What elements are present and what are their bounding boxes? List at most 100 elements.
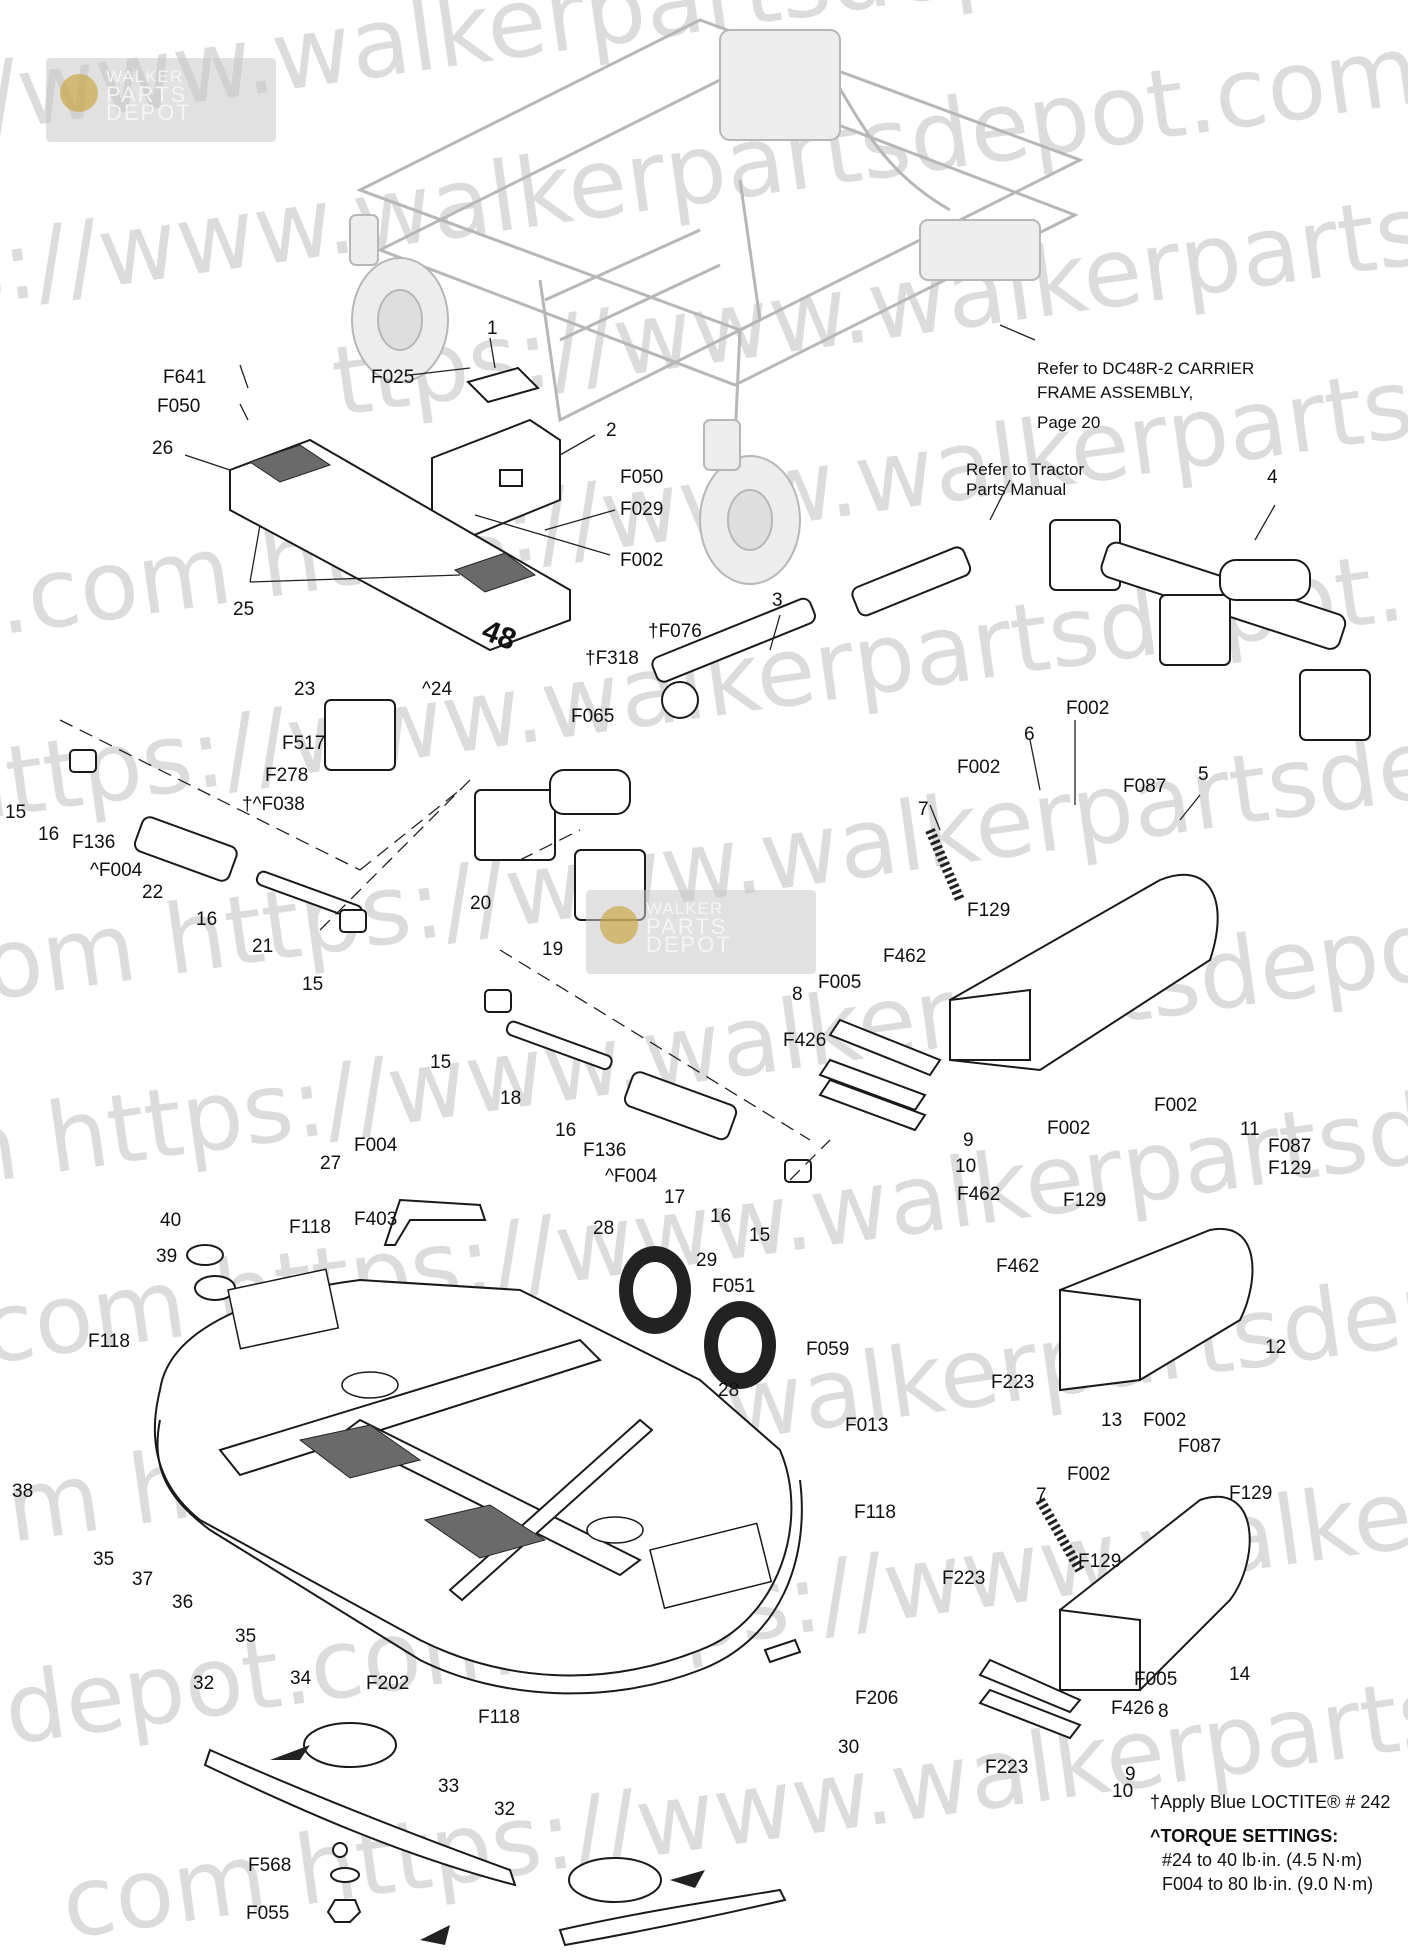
shaft-center [484, 989, 812, 1183]
callout: ^F004 [605, 1166, 658, 1187]
callout: 8 [792, 984, 803, 1005]
callout: 19 [542, 939, 563, 960]
callout: 11 [1240, 1119, 1260, 1140]
walker-logo-watermark: WALKER PARTS DEPOT [586, 890, 816, 974]
callout: 39 [156, 1246, 177, 1267]
callout: F202 [366, 1673, 409, 1694]
callout: F462 [957, 1184, 1000, 1205]
callout: †F318 [585, 648, 639, 669]
callout: F118 [289, 1217, 331, 1238]
tractor-manual-ref-line: Refer to Tractor [966, 460, 1084, 479]
callout: 12 [1265, 1337, 1286, 1358]
callout: F118 [854, 1502, 896, 1523]
reference-notes: Refer to DC48R-2 CARRIER FRAME ASSEMBLY,… [966, 359, 1254, 499]
callout: F223 [991, 1372, 1034, 1393]
logo-line-1: WALKER [106, 67, 184, 86]
callout: F087 [1123, 776, 1166, 797]
part-33-blades [203, 1745, 787, 1947]
callout: ^24 [422, 679, 452, 700]
callout: F029 [620, 499, 663, 520]
callout: 7 [918, 799, 929, 820]
callout: F641 [163, 367, 206, 388]
callout: ^F004 [90, 860, 143, 881]
callout: F403 [354, 1209, 397, 1230]
leader-lines [184, 324, 1276, 831]
part-28-pulleys [619, 1246, 776, 1389]
callout: 15 [430, 1052, 451, 1073]
carrier-frame-ref-line: Refer to DC48R-2 CARRIER [1037, 359, 1254, 378]
callout: 32 [193, 1673, 214, 1694]
callout: F004 [354, 1135, 398, 1156]
callout: 21 [252, 936, 273, 957]
part-30-plate [763, 1638, 802, 1664]
callout: 14 [1229, 1664, 1251, 1685]
callout: 34 [290, 1668, 312, 1689]
part-14-discharge-chute [1035, 1496, 1251, 1691]
callout: F129 [1063, 1190, 1106, 1211]
callout: 16 [38, 824, 59, 845]
callout: F055 [246, 1903, 289, 1924]
callout: F050 [157, 396, 200, 417]
part-3-pto-shaft [651, 546, 972, 719]
part-32-blade-adapters [303, 1722, 662, 1903]
logo-line-1: WALKER [646, 899, 724, 918]
callout: 16 [196, 909, 217, 930]
callout: F087 [1268, 1136, 1311, 1157]
callout: 30 [838, 1737, 859, 1758]
callout: 29 [696, 1250, 717, 1271]
callout: 9 [963, 1130, 974, 1151]
callout: 32 [494, 1799, 515, 1820]
callout: 17 [664, 1187, 685, 1208]
callout: F426 [1111, 1698, 1154, 1719]
part-7-spring [925, 828, 965, 902]
callout: 15 [5, 802, 26, 823]
callout: F002 [620, 550, 663, 571]
callout: 23 [294, 679, 315, 700]
tractor-manual-ref-line: Parts Manual [966, 480, 1066, 499]
carrier-frame-ghost [349, 18, 1084, 585]
torque-heading: ^TORQUE SETTINGS: [1150, 1826, 1339, 1846]
callout: 38 [12, 1481, 33, 1502]
callout: 26 [152, 438, 173, 459]
part-1-plate [466, 366, 540, 404]
callout: F025 [371, 367, 414, 388]
part-23-gearbox [324, 699, 396, 771]
callout: F278 [265, 765, 308, 786]
part-27-bracket [383, 1198, 487, 1246]
callout: 15 [302, 974, 323, 995]
part-callouts: 1 F025 F641 F050 26 2 F050 F029 F002 25 … [5, 318, 1311, 1924]
callout: 8 [1158, 1701, 1169, 1722]
callout: 25 [233, 599, 254, 620]
callout: F462 [883, 946, 926, 967]
callout: 18 [500, 1088, 521, 1109]
callout: F568 [248, 1855, 291, 1876]
blade-hardware [326, 1842, 362, 1923]
callout: F129 [1229, 1483, 1272, 1504]
callout: 1 [487, 318, 498, 339]
callout: 7 [1036, 1485, 1047, 1506]
callout: 5 [1198, 764, 1209, 785]
callout: F050 [620, 467, 663, 488]
callout: F005 [818, 972, 861, 993]
walker-logo-icon [60, 74, 98, 112]
callout: 9 [1125, 1764, 1136, 1785]
explode-dashed-lines [59, 719, 831, 1181]
part-8-hinge-plates [818, 1018, 1082, 1740]
part-4-gearbox-assembly [1049, 519, 1371, 741]
notes-box: †Apply Blue LOCTITE® # 242 ^TORQUE SETTI… [1150, 1790, 1408, 1896]
callout: F002 [1154, 1095, 1197, 1116]
callout: F136 [583, 1140, 626, 1161]
callout: F426 [783, 1030, 826, 1051]
callout: 3 [772, 590, 783, 611]
callout: F118 [88, 1331, 130, 1352]
part-12-discharge-chute [1059, 1227, 1254, 1392]
callout: 33 [438, 1776, 459, 1797]
callout: 35 [93, 1549, 114, 1570]
callout: †^F038 [242, 794, 305, 815]
callout: 4 [1267, 467, 1278, 488]
callout: 27 [320, 1153, 341, 1174]
part-5-discharge-chute [949, 873, 1219, 1072]
part-38-deck-shell [153, 1268, 803, 1695]
